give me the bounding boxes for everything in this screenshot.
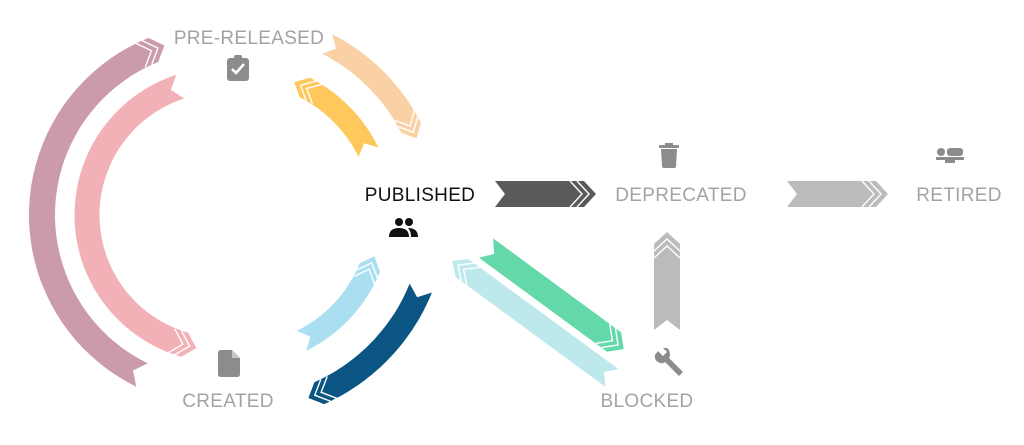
transition-arrow-created-to-published[interactable] <box>296 256 381 351</box>
arrow-body[interactable] <box>308 283 432 405</box>
chevron-mark <box>135 42 153 68</box>
wrench-icon <box>654 348 683 376</box>
transition-arrow-pre-released-to-published[interactable] <box>322 34 421 139</box>
chevron-mark <box>569 180 583 208</box>
chevron-mark <box>141 39 159 65</box>
state-deprecated-label[interactable]: DEPRECATED <box>615 185 747 206</box>
bed-icon <box>936 148 964 163</box>
clipboard-check-icon <box>227 55 249 81</box>
state-blocked-label[interactable]: BLOCKED <box>600 391 694 412</box>
chevron-mark <box>868 180 882 208</box>
arrow-body[interactable] <box>322 34 421 139</box>
transition-arrow-blocked-to-published[interactable] <box>452 259 619 387</box>
arrow-body[interactable] <box>654 232 680 330</box>
state-retired-label[interactable]: RETIRED <box>916 185 1002 206</box>
arrow-body[interactable] <box>452 259 619 387</box>
arrow-body[interactable] <box>495 181 596 207</box>
arrow-body[interactable] <box>294 77 379 158</box>
state-pre-released-label[interactable]: PRE-RELEASED <box>173 28 325 49</box>
arrow-body[interactable] <box>29 37 165 387</box>
chevron-mark <box>397 116 419 134</box>
chevron-mark <box>457 262 475 282</box>
chevron-mark <box>394 110 416 127</box>
transition-arrow-published-to-created[interactable] <box>308 283 432 405</box>
chevron-mark <box>313 379 331 402</box>
users-icon <box>389 218 418 237</box>
chevron-mark <box>174 330 191 356</box>
arrow-body[interactable] <box>478 238 624 352</box>
arrow-body[interactable] <box>74 74 197 357</box>
arrow-body[interactable] <box>296 256 381 351</box>
transition-arrow-created-to-pre-released[interactable] <box>29 37 165 387</box>
chevron-mark <box>576 180 590 208</box>
state-created-label[interactable]: CREATED <box>182 391 274 412</box>
arrow-body[interactable] <box>787 181 888 207</box>
chevron-mark <box>653 238 681 252</box>
chevron-mark <box>601 328 619 349</box>
chevron-mark <box>653 245 681 259</box>
state-published-label[interactable]: PUBLISHED <box>364 185 476 206</box>
chevron-mark <box>354 268 376 285</box>
file-icon <box>218 350 240 377</box>
transition-arrow-published-to-blocked[interactable] <box>478 238 624 352</box>
transition-arrow-pre-released-to-created[interactable] <box>74 74 197 357</box>
transition-arrow-published-to-deprecated[interactable] <box>495 180 596 208</box>
transition-arrow-deprecated-to-retired[interactable] <box>787 180 888 208</box>
chevron-mark <box>462 266 480 286</box>
chevron-mark <box>356 261 379 279</box>
chevron-mark <box>861 180 875 208</box>
chevron-mark <box>320 376 338 400</box>
trash-icon <box>659 143 679 168</box>
transition-arrow-published-to-pre-released[interactable] <box>294 77 379 158</box>
transition-arrow-blocked-to-deprecated[interactable] <box>653 232 681 330</box>
chevron-mark <box>305 83 323 104</box>
chevron-mark <box>299 80 317 101</box>
chevron-mark <box>595 323 614 345</box>
chevron-mark <box>167 328 184 354</box>
